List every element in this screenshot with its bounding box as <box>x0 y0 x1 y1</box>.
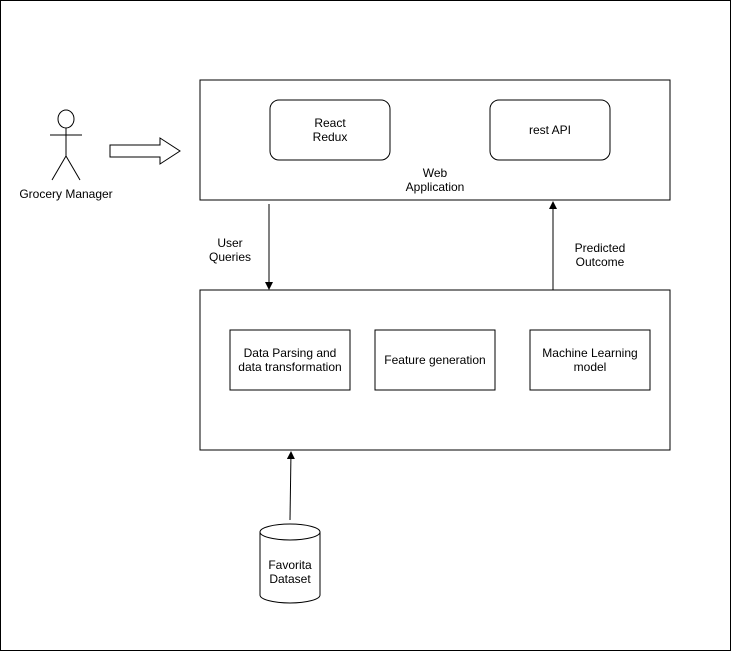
rest-api-box <box>489 99 611 161</box>
predicted-outcome-label: Predicted Outcome <box>574 241 626 269</box>
ml-model-label: Machine Learning model <box>542 346 638 374</box>
actor-label: Grocery Manager <box>19 187 113 201</box>
ml-model-box <box>529 329 651 391</box>
user-queries-label: User Queries <box>208 236 252 264</box>
actor-to-webapp-arrow <box>109 137 181 165</box>
dataset-label: Favorita Dataset <box>268 558 312 586</box>
rest-api-label: rest API <box>528 123 572 137</box>
dataset-to-ml-arrow <box>286 451 295 521</box>
data-parsing-label: Data Parsing and data transformation <box>238 346 342 374</box>
react-redux-box <box>269 99 391 161</box>
web-application-label: Web Application <box>405 166 465 194</box>
actor-figure-icon <box>50 109 82 181</box>
data-parsing-box <box>229 329 351 391</box>
database-cylinder-icon <box>259 523 321 604</box>
feature-generation-box <box>374 329 496 391</box>
feature-generation-label: Feature generation <box>384 353 486 367</box>
react-redux-label: React Redux <box>312 116 348 144</box>
